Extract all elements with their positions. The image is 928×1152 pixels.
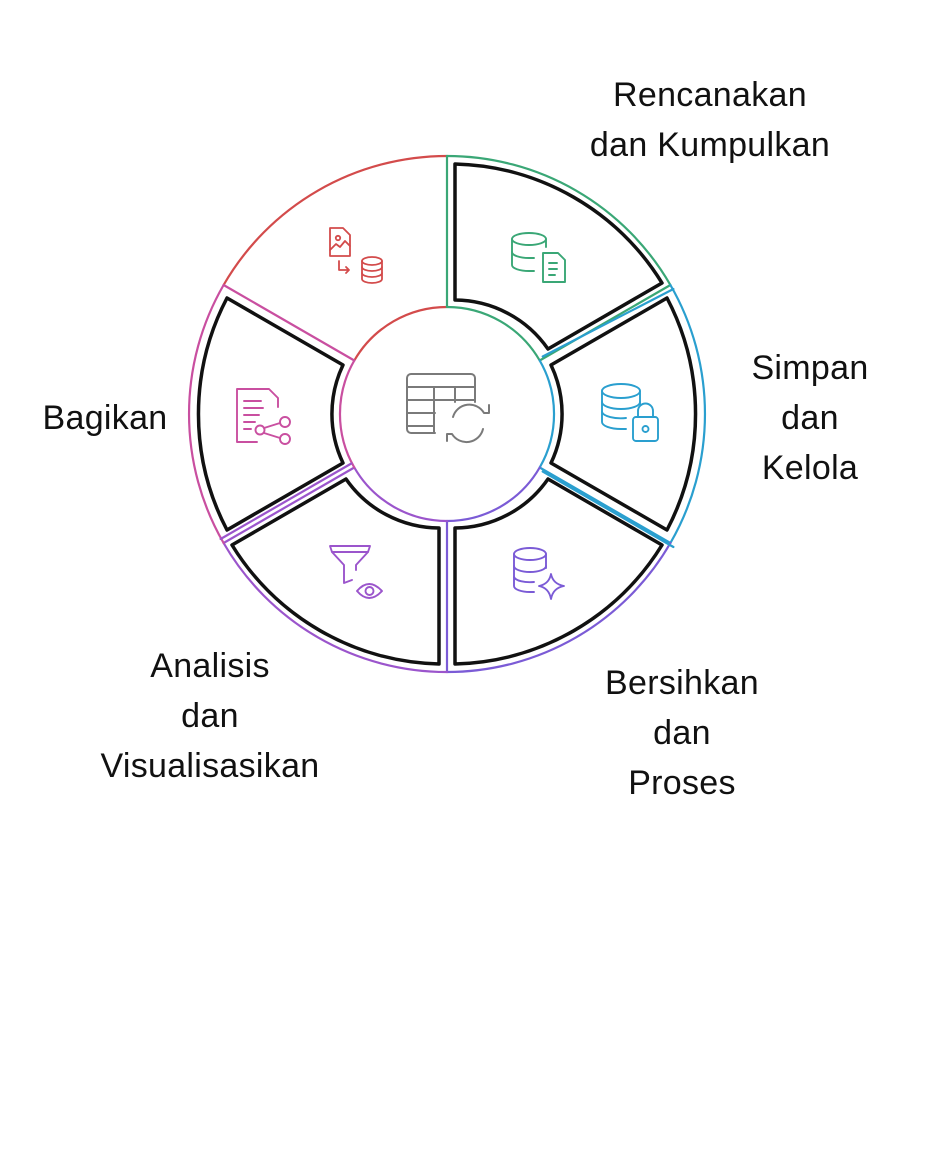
image-to-database-icon [329,227,383,284]
segment-share[interactable] [188,283,356,545]
label-collect-line2: dan Kumpulkan [589,126,831,164]
segment-collect[interactable] [445,154,672,362]
label-analyze-line1: Analisis [150,647,270,685]
database-sparkle-icon [513,547,565,600]
label-store-line1: Simpan [751,349,869,387]
segment-import[interactable] [222,154,449,362]
label-analyze: Analisis dan Visualisasikan [70,641,350,791]
label-store-line3: Kelola [761,449,859,487]
label-analyze-line2: dan [181,697,239,735]
table-sync-icon [406,373,490,444]
segment-store[interactable] [538,283,706,545]
label-collect-line1: Rencanakan [613,76,807,114]
segment-analyze[interactable] [222,466,449,674]
label-clean-line3: Proses [628,764,736,802]
database-document-icon [511,232,566,283]
label-store: Simpan dan Kelola [725,343,895,493]
database-lock-icon [601,383,659,442]
label-clean-line2: dan [653,714,711,752]
segment-clean[interactable] [445,466,675,674]
filter-eye-icon [329,545,383,599]
label-collect: Rencanakan dan Kumpulkan [555,70,865,170]
label-clean-line1: Bersihkan [605,664,759,702]
label-analyze-line3: Visualisasikan [100,747,320,785]
label-clean: Bersihkan dan Proses [582,658,782,808]
label-share-line1: Bagikan [42,399,168,437]
label-store-line2: dan [781,399,839,437]
label-share: Bagikan [20,393,190,443]
document-share-icon [236,388,291,445]
